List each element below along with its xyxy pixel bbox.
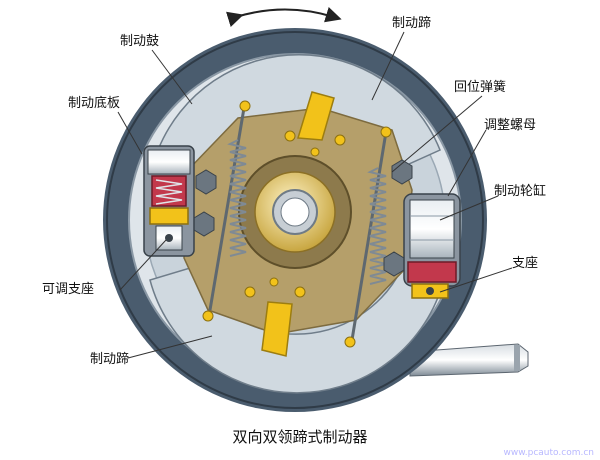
- wheel-hub: [238, 155, 352, 269]
- top-cam: [297, 91, 335, 141]
- rotation-arrow: [226, 7, 342, 27]
- label-brake-shoe-bottom: 制动蹄: [90, 352, 130, 367]
- label-backplate: 制动底板: [68, 96, 121, 111]
- leader-lines: [117, 31, 513, 359]
- return-spring-right: [344, 126, 392, 348]
- diagram-caption: 双向双领蹄式制动器: [232, 428, 368, 446]
- return-spring-left: [202, 100, 251, 322]
- label-brake-drum: 制动鼓: [120, 34, 160, 49]
- anchor-pins: [244, 130, 346, 298]
- label-return-spring: 回位弹簧: [454, 80, 507, 95]
- label-adjustable-support: 可调支座: [42, 282, 95, 297]
- label-wheel-cylinder: 制动轮缸: [494, 184, 547, 199]
- wheel-cylinder: [403, 193, 461, 299]
- label-support: 支座: [512, 256, 539, 271]
- label-adjust-nut: 调整螺母: [484, 118, 537, 133]
- watermark: www.pcauto.com.cn: [503, 448, 594, 458]
- mounting-nuts: [193, 159, 413, 277]
- adjustable-support: [143, 145, 195, 257]
- axle-shaft: [409, 343, 529, 377]
- bottom-cam: [261, 301, 293, 357]
- label-brake-shoe-top: 制动蹄: [392, 16, 432, 31]
